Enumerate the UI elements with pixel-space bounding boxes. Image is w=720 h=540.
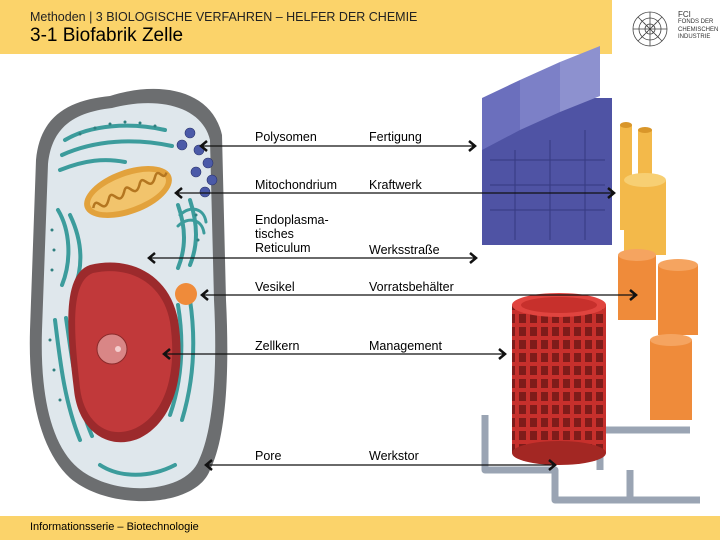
factory-label-fertigung: Fertigung xyxy=(369,130,422,144)
organelle-label-mitochondrium: Mitochondrium xyxy=(255,178,337,192)
factory-illustration xyxy=(481,46,700,504)
cell-illustration xyxy=(29,88,228,502)
fci-logo-text: FCI FONDS DER CHEMISCHEN INDUSTRIE xyxy=(678,10,718,42)
organelle-label-polysomen: Polysomen xyxy=(255,130,317,144)
nucleus xyxy=(68,262,181,443)
mitochondrion xyxy=(84,166,172,218)
organelle-label-reticulum: Endoplasma- tisches Reticulum xyxy=(255,213,329,255)
organelle-label-pore: Pore xyxy=(255,449,282,463)
header-bar xyxy=(0,0,612,54)
factory-label-werkstor: Werkstor xyxy=(369,449,419,463)
management-tower xyxy=(512,293,606,465)
arrow-reticulum xyxy=(147,252,478,264)
endoplasmic-reticulum xyxy=(53,123,198,477)
arrow-mitochondrium xyxy=(174,187,616,199)
footer-bar xyxy=(0,516,720,540)
arrow-zellkern xyxy=(162,348,507,360)
arrow-pore xyxy=(204,459,557,471)
golgi-stack xyxy=(176,207,208,235)
logo-word: FCI xyxy=(678,10,691,19)
organelle-label-zellkern: Zellkern xyxy=(255,339,300,353)
logo-word: FONDS DER xyxy=(678,19,714,25)
organelle-label-vesikel: Vesikel xyxy=(255,280,295,294)
polysomes xyxy=(176,127,218,198)
factory-label-vorratsbehaelter: Vorratsbehälter xyxy=(369,280,454,294)
page-title: 3-1 Biofabrik Zelle xyxy=(30,25,184,46)
nucleolus xyxy=(96,333,128,365)
fci-logo xyxy=(632,11,668,47)
factory-label-kraftwerk: Kraftwerk xyxy=(369,178,422,192)
ribosome-dots xyxy=(48,120,200,402)
factory-label-werksstrasse: Werksstraße xyxy=(369,243,440,257)
arrow-vesikel xyxy=(200,289,638,301)
storage-silos xyxy=(618,173,698,420)
arrow-polysomen xyxy=(199,140,477,152)
connector-arrows xyxy=(147,140,638,471)
logo-word: CHEMISCHEN xyxy=(678,26,719,33)
logo-word: INDUSTRIE xyxy=(678,34,711,40)
factory-hall xyxy=(482,46,612,245)
header-subtitle: Methoden | 3 BIOLOGISCHE VERFAHREN – HEL… xyxy=(30,10,418,24)
factory-label-management: Management xyxy=(369,339,442,353)
footer-text: Informationsserie – Biotechnologie xyxy=(30,521,199,533)
vesicle xyxy=(175,283,197,305)
